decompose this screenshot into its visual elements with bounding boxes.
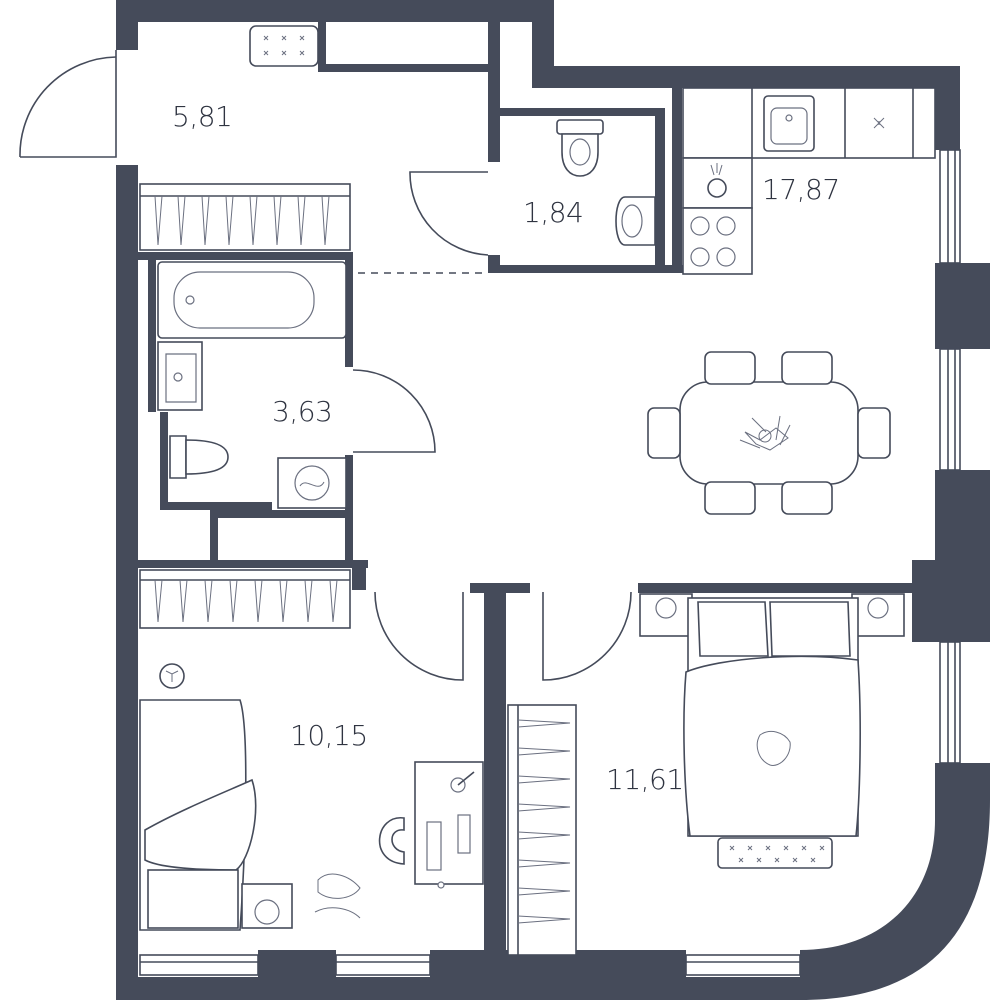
room-area-hall: 5,81 [172, 100, 233, 133]
room-area-wc: 1,84 [523, 196, 584, 229]
exterior-walls [116, 0, 990, 1000]
room-area-bathroom: 3,63 [272, 395, 333, 428]
room-area-kitchen-living: 17,87 [762, 173, 840, 206]
wc-fixtures [556, 119, 656, 246]
windows [139, 149, 961, 976]
hall-fixtures [139, 25, 351, 251]
room-area-bedroom-small: 10,15 [290, 719, 368, 752]
dining-set [647, 351, 891, 515]
small-bedroom-fixtures [139, 569, 484, 931]
kitchen-fixtures [682, 87, 936, 275]
master-bedroom-fixtures [507, 593, 905, 956]
interior-walls [138, 22, 913, 977]
room-area-bedroom-master: 11,61 [606, 763, 684, 796]
doors [19, 50, 632, 681]
bathroom-fixtures [157, 261, 347, 509]
